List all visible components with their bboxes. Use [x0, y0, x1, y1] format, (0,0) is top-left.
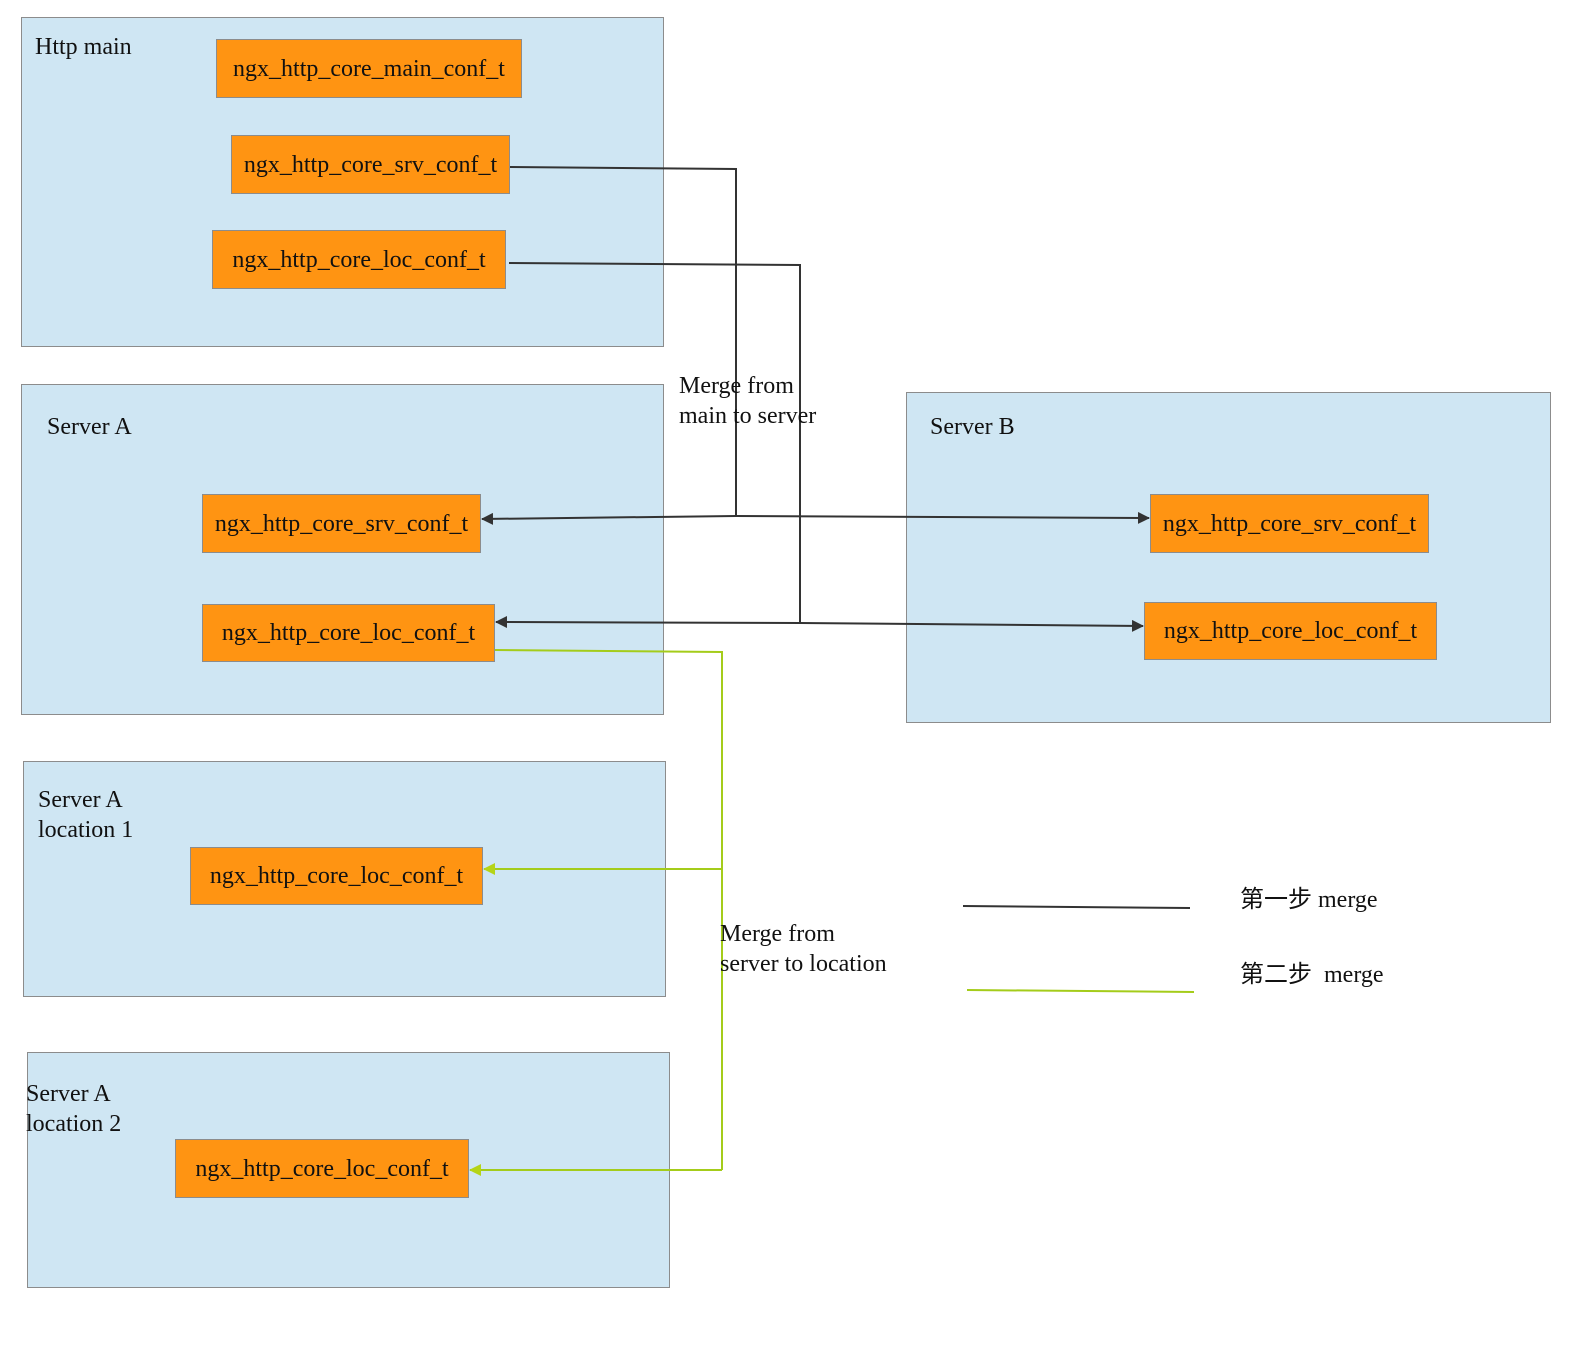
http-main-srv-conf: ngx_http_core_srv_conf_t: [231, 135, 510, 194]
server-b-title: Server B: [930, 414, 1015, 440]
server-a-location2-title: Server A location 2: [26, 1081, 122, 1137]
server-b-panel: [906, 392, 1551, 723]
server-a-srv-conf: ngx_http_core_srv_conf_t: [202, 494, 481, 553]
http-main-loc-conf: ngx_http_core_loc_conf_t: [212, 230, 506, 289]
edge-to-server-b-srv: [735, 511, 1150, 524]
edge-main-srv-trunk: [509, 166, 737, 516]
merge-main-to-server-label: Merge from main to server: [679, 373, 817, 429]
legend-step2-line: [966, 989, 1195, 993]
server-a-location1-title: Server A location 1: [38, 787, 134, 843]
legend-step1-label: 第一步 merge: [1240, 887, 1378, 913]
edge-to-server-b-loc: [799, 619, 1144, 632]
edge-server-loc-trunk: [494, 649, 723, 1170]
merge-server-to-location-label: Merge from server to location: [720, 921, 887, 977]
edge-to-server-a-loc: [495, 616, 801, 629]
edge-to-server-a-srv: [481, 512, 737, 525]
legend-step2-label: 第二步 merge: [1240, 962, 1384, 988]
legend-step1-line: [962, 905, 1191, 909]
http-main-main-conf: ngx_http_core_main_conf_t: [216, 39, 522, 98]
server-a-location2-loc-conf: ngx_http_core_loc_conf_t: [175, 1139, 469, 1198]
http-main-title: Http main: [35, 34, 132, 60]
server-b-loc-conf: ngx_http_core_loc_conf_t: [1144, 602, 1437, 660]
edge-main-loc-to-servers: [495, 262, 1144, 632]
server-a-loc-conf: ngx_http_core_loc_conf_t: [202, 604, 495, 662]
server-b-srv-conf: ngx_http_core_srv_conf_t: [1150, 494, 1429, 553]
server-a-location1-loc-conf: ngx_http_core_loc_conf_t: [190, 847, 483, 905]
edge-main-srv-to-servers: [481, 166, 1150, 525]
edge-server-loc-to-locations: [469, 649, 723, 1176]
server-a-title: Server A: [47, 414, 132, 440]
edge-main-loc-trunk: [508, 262, 801, 623]
